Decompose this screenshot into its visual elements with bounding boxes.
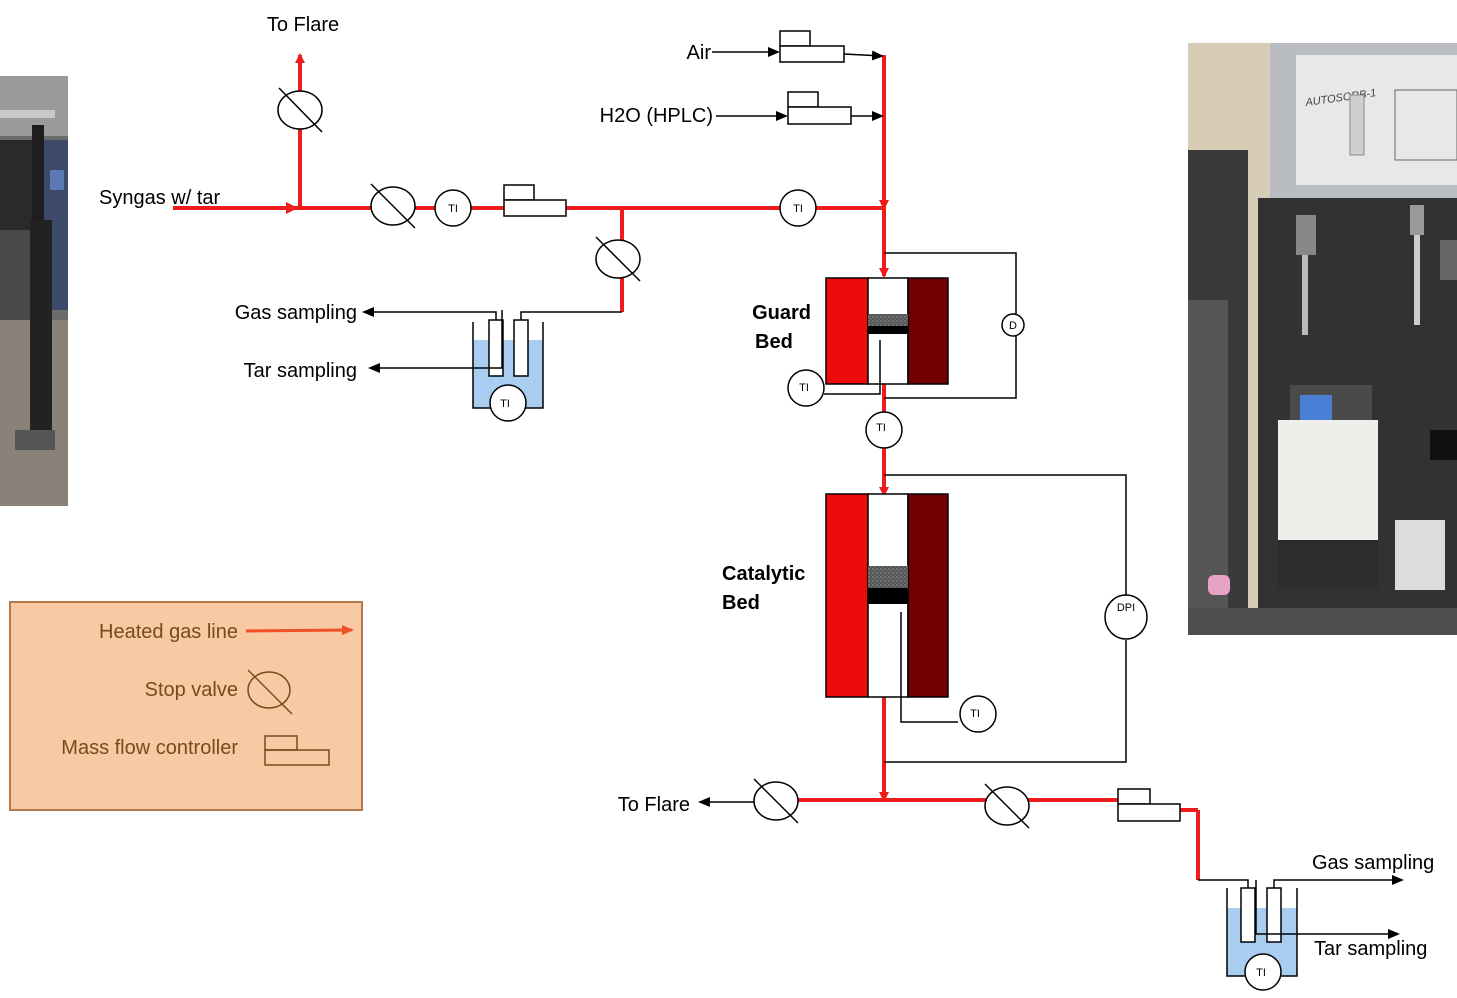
syngas-arrowhead bbox=[286, 202, 298, 214]
to-flare-bottom-label: To Flare bbox=[618, 794, 690, 816]
ti-guard-bed: TI bbox=[788, 370, 824, 406]
to-flare-top-label: To Flare bbox=[267, 14, 339, 36]
guard-bed-label-line2: Bed bbox=[755, 331, 793, 353]
legend-stop-valve-label: Stop valve bbox=[145, 679, 238, 701]
mfc-syngas bbox=[504, 185, 566, 216]
ti-syngas: TI bbox=[435, 190, 471, 226]
ti-catalytic-bed: TI bbox=[960, 696, 996, 732]
syngas-label: Syngas w/ tar bbox=[99, 187, 221, 209]
h2o-label: H2O (HPLC) bbox=[600, 105, 713, 127]
legend-mfc-label: Mass flow controller bbox=[61, 737, 238, 759]
ti-guard-bed-outlet: TI bbox=[866, 412, 902, 448]
mfc-h2o bbox=[788, 92, 851, 124]
stop-valve-sampling-branch bbox=[596, 237, 640, 281]
catalytic-bed-label-line2: Bed bbox=[722, 592, 760, 614]
svg-text:TI: TI bbox=[500, 398, 510, 410]
sampling-bath-bottom bbox=[1198, 880, 1402, 976]
right-photo: AUTOSORB-1 bbox=[1188, 43, 1457, 635]
air-label: Air bbox=[687, 42, 712, 64]
mfc-outlet bbox=[1118, 789, 1180, 821]
ti-sampling-bath-top: TI bbox=[490, 385, 526, 421]
legend-box: Heated gas line Stop valve Mass flow con… bbox=[10, 602, 362, 810]
legend-heated-line-arrow bbox=[246, 630, 352, 631]
svg-text:D: D bbox=[1009, 320, 1017, 332]
tar-sampling-label-bottom: Tar sampling bbox=[1314, 938, 1427, 960]
guard-bed-label-line1: Guard bbox=[752, 302, 811, 324]
gas-sampling-label-top: Gas sampling bbox=[235, 302, 357, 324]
left-photo bbox=[0, 76, 68, 506]
dpi-catalytic-bed: DPI bbox=[1105, 595, 1147, 639]
gas-sampling-label-bottom: Gas sampling bbox=[1312, 852, 1434, 874]
guard-bed bbox=[824, 278, 948, 394]
stop-valve-syngas bbox=[371, 184, 415, 228]
catalytic-bed bbox=[826, 494, 958, 722]
svg-text:TI: TI bbox=[876, 422, 886, 434]
stop-valve-outlet bbox=[985, 784, 1029, 828]
svg-text:TI: TI bbox=[1256, 967, 1266, 979]
svg-text:TI: TI bbox=[793, 203, 803, 215]
svg-text:DPI: DPI bbox=[1117, 602, 1135, 614]
mfc-air bbox=[780, 31, 844, 62]
svg-text:TI: TI bbox=[970, 708, 980, 720]
legend-heated-gas-line-label: Heated gas line bbox=[99, 621, 238, 643]
stop-valve-to-flare-top bbox=[278, 88, 322, 132]
ti-sampling-bath-bottom: TI bbox=[1245, 954, 1281, 990]
d-guard-bed: D bbox=[1002, 314, 1024, 336]
ti-mixed-feed: TI bbox=[780, 190, 816, 226]
catalytic-bed-label-line1: Catalytic bbox=[722, 563, 805, 585]
stop-valve-to-flare-bottom bbox=[754, 779, 798, 823]
svg-text:TI: TI bbox=[799, 382, 809, 394]
tar-sampling-label-top: Tar sampling bbox=[244, 360, 357, 382]
svg-text:TI: TI bbox=[448, 203, 458, 215]
